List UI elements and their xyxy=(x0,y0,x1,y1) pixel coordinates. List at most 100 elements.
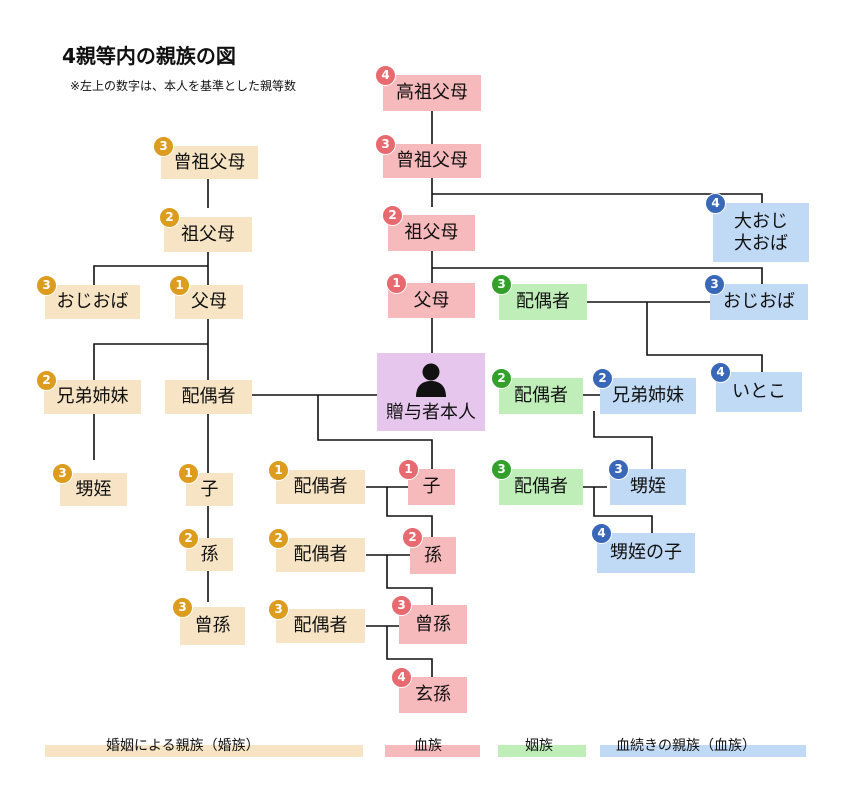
degree-badge: 2 xyxy=(592,368,613,389)
node-child: 子 1 xyxy=(398,459,455,505)
degree-badge: 3 xyxy=(608,459,629,480)
node-label: 孫 xyxy=(424,544,442,566)
node-spouse: 配偶者 xyxy=(165,380,252,414)
degree-badge: 1 xyxy=(169,275,190,296)
node-grandchild: 孫 2 xyxy=(402,527,456,574)
node-great-grandchild: 曾孫 3 xyxy=(391,595,467,644)
degree-badge: 1 xyxy=(386,273,407,294)
line-to-itoko xyxy=(646,302,763,372)
degree-badge: 3 xyxy=(268,599,289,620)
node-spouse-of-uncle-aunt: 配偶者 3 xyxy=(491,274,587,320)
node-label: 配偶者 xyxy=(293,615,348,637)
degree-badge: 1 xyxy=(178,463,199,484)
page-title: 4親等内の親族の図 xyxy=(62,44,236,68)
node-parents: 父母 1 xyxy=(386,273,475,318)
degree-badge: 4 xyxy=(375,65,396,86)
node-great-grandchild-inlaw: 曾孫 3 xyxy=(172,597,245,645)
node-uncle-aunt: おじおば 3 xyxy=(704,274,808,320)
node-nephew-niece-inlaw: 甥姪 3 xyxy=(52,463,127,506)
node-label: 子 xyxy=(200,478,219,500)
legend-label-blood: 血族 xyxy=(414,738,442,754)
degree-badge: 1 xyxy=(268,460,289,481)
node-uncle-aunt-inlaw: おじおば 3 xyxy=(36,275,140,319)
degree-badge: 4 xyxy=(705,193,726,214)
node-child-inlaw: 子 1 xyxy=(178,463,233,506)
node-label: 甥姪 xyxy=(630,476,666,498)
degree-badge: 3 xyxy=(172,597,193,618)
node-great-uncle-aunt: 大おじ 大おば 4 xyxy=(705,193,809,262)
line-sou-daioji xyxy=(432,193,763,203)
node-label: 高祖父母 xyxy=(396,82,468,104)
node-spouse-of-sibling: 配偶者 2 xyxy=(491,368,583,414)
node-label: 曾祖父母 xyxy=(396,150,468,172)
node-parents-inlaw: 父母 1 xyxy=(169,275,243,319)
line-fubo-kyodai xyxy=(93,343,208,380)
degree-badge: 4 xyxy=(710,362,731,383)
node-label: おじおば xyxy=(723,291,795,313)
node-label: 玄孫 xyxy=(415,684,451,706)
page-subtitle: ※左上の数字は、本人を基準とした親等数 xyxy=(70,79,297,93)
degree-badge: 3 xyxy=(491,274,512,295)
line-hima-genson xyxy=(386,626,433,677)
degree-badge: 2 xyxy=(268,528,289,549)
node-spouse-of-nephew-niece: 配偶者 3 xyxy=(491,459,583,505)
degree-badge: 3 xyxy=(153,136,174,157)
node-siblings: 兄弟姉妹 2 xyxy=(592,368,696,414)
degree-badge: 3 xyxy=(52,463,73,484)
node-label-line1: 大おじ xyxy=(734,210,788,232)
legend-swatch-inlaw-marriage xyxy=(45,745,363,757)
line-self-ko xyxy=(317,395,433,473)
node-label: 曾孫 xyxy=(194,615,231,637)
degree-badge: 2 xyxy=(159,207,180,228)
degree-badge: 3 xyxy=(704,274,725,295)
degree-badge: 3 xyxy=(491,459,512,480)
node-spouse-of-great-grandchild: 配偶者 3 xyxy=(268,599,365,643)
node-label-line2: 大おば xyxy=(734,232,788,254)
degree-badge: 3 xyxy=(36,275,57,296)
line-sofu-ojioba-b xyxy=(432,267,763,284)
degree-badge: 4 xyxy=(391,667,412,688)
degree-badge: 2 xyxy=(178,528,199,549)
node-label: 配偶者 xyxy=(181,386,236,408)
node-nephew-niece: 甥姪 3 xyxy=(608,459,686,505)
node-label: 祖父母 xyxy=(404,222,459,244)
line-oimei-oimeiko xyxy=(593,487,653,533)
node-siblings-inlaw: 兄弟姉妹 2 xyxy=(36,370,141,414)
node-label: 配偶者 xyxy=(516,291,570,313)
degree-badge: 2 xyxy=(36,370,57,391)
degree-badge: 3 xyxy=(391,595,412,616)
node-label: 兄弟姉妹 xyxy=(56,386,129,408)
node-grandparents: 祖父母 2 xyxy=(382,205,475,251)
degree-badge: 2 xyxy=(382,205,403,226)
person-icon xyxy=(416,363,446,398)
node-label: 配偶者 xyxy=(293,544,348,566)
legend-swatch-blood-relatives xyxy=(600,745,806,757)
node-child-of-nephew-niece: 甥姪の子 4 xyxy=(591,523,695,573)
node-cousin: いとこ 4 xyxy=(710,362,802,412)
legend-label-blood-relatives: 血続きの親族（血族） xyxy=(616,738,756,754)
legend-label-affinity: 姻族 xyxy=(525,738,553,754)
line-kyodai-oimei-b xyxy=(593,411,653,469)
node-great-grandparents: 曾祖父母 3 xyxy=(375,134,481,178)
degree-badge: 4 xyxy=(591,523,612,544)
node-label: 曾祖父母 xyxy=(173,151,246,173)
degree-badge: 2 xyxy=(491,368,512,389)
node-label: 配偶者 xyxy=(514,476,568,498)
node-label: 甥姪の子 xyxy=(610,542,682,564)
node-label: 兄弟姉妹 xyxy=(612,385,684,407)
node-label: 配偶者 xyxy=(293,476,348,498)
node-label: 子 xyxy=(422,476,441,498)
legend-swatch-affinity xyxy=(498,745,586,757)
node-label: 贈与者本人 xyxy=(386,402,476,424)
node-label: おじおば xyxy=(56,291,129,313)
node-label: 曾孫 xyxy=(415,613,451,635)
node-spouse-of-child: 配偶者 1 xyxy=(268,460,365,504)
degree-badge: 2 xyxy=(402,527,423,548)
line-ko-mago-p xyxy=(386,487,433,537)
node-great-great-grandparents: 高祖父母 4 xyxy=(375,65,481,111)
node-label: 甥姪 xyxy=(75,478,112,500)
node-label: 配偶者 xyxy=(514,385,568,407)
node-label: 祖父母 xyxy=(181,223,235,245)
node-great-grandparents-inlaw: 曾祖父母 3 xyxy=(153,136,258,179)
